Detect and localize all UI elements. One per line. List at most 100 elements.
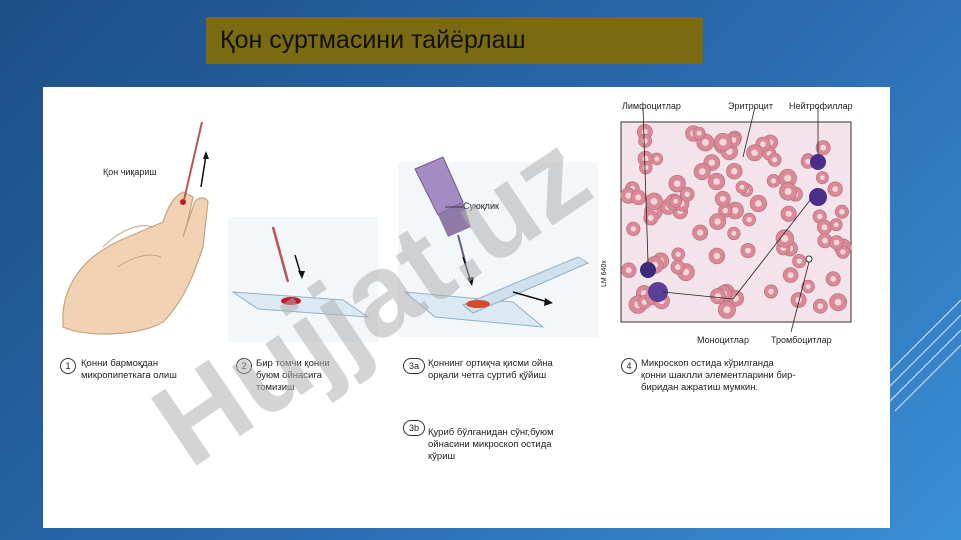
micrograph — [620, 106, 852, 333]
erythrocyte-center — [833, 239, 840, 246]
neutrophil-cell — [809, 188, 827, 206]
erythrocyte-center — [755, 200, 762, 207]
erythrocyte-center — [625, 267, 632, 274]
step-4-line-2: қонни шаклли элементларини бир- — [641, 370, 796, 381]
erythrocyte-center — [731, 168, 738, 175]
erythrocyte-center — [654, 156, 660, 162]
erythrocyte-center — [714, 218, 721, 225]
erythrocyte-center — [696, 130, 702, 136]
erythrocyte-center — [675, 251, 681, 257]
erythrocyte-center — [673, 198, 679, 204]
step-2-line-1: Бир томчи қонни — [256, 358, 330, 369]
illustration-panel: Қон чиқариш Суюқлик Лимфоцитлар Эритроци… — [43, 87, 890, 528]
step-3b-line-3: кўриш — [428, 451, 456, 462]
erythrocyte-center — [796, 258, 802, 264]
smear-illustration — [398, 156, 598, 337]
step-number-3b: 3b — [403, 420, 425, 436]
erythrocyte-center — [772, 157, 778, 163]
erythrocyte-center — [820, 175, 825, 181]
step-2-line-3: томизиш — [256, 382, 295, 393]
erythrocyte-center — [682, 268, 690, 276]
step-4-line-3: биридан ажратиш мумкин. — [641, 382, 759, 393]
label-monocytes: Моноцитлар — [697, 335, 749, 345]
erythrocyte-center — [839, 209, 845, 215]
label-platelets: Тромбоцитлар — [771, 335, 832, 345]
erythrocyte-center — [647, 215, 654, 221]
erythrocyte-center — [635, 194, 642, 201]
label-erythrocyte: Эритроцит — [728, 101, 773, 111]
step-caption-1: Қонни бармоқдан микропипеткага олиш — [81, 358, 177, 382]
erythrocyte-center — [643, 165, 649, 171]
step-caption-4: Микроскоп остида кўрилганда қонни шаклли… — [641, 358, 796, 394]
label-neutrophils: Нейтрофиллар — [789, 101, 853, 111]
erythrocyte-center — [719, 195, 726, 202]
label-liquid: Суюқлик — [463, 201, 499, 211]
erythrocyte-center — [673, 180, 681, 187]
erythrocyte-center — [732, 295, 739, 302]
hand-illustration — [62, 121, 209, 335]
step-3a-line-2: орқали четга суртиб қўйиш — [428, 370, 547, 381]
erythrocyte-center — [713, 178, 720, 185]
erythrocyte-center — [832, 186, 839, 192]
step-2-line-2: буюм ойнасига — [256, 370, 322, 381]
erythrocyte-center — [719, 138, 727, 146]
erythrocyte-center — [770, 178, 777, 184]
erythrocyte-center — [722, 207, 728, 214]
erythrocyte-center — [641, 299, 648, 305]
erythrocyte-center — [751, 149, 758, 157]
erythrocyte-center — [684, 191, 690, 198]
slide-drop-illustration — [228, 217, 378, 342]
step-caption-3b: Қуриб бўлганидан сўнг,буюм ойнасини микр… — [428, 427, 554, 463]
step-caption-2: Бир томчи қонни буюм ойнасига томизиш — [256, 358, 330, 394]
erythrocyte-center — [805, 158, 811, 165]
erythrocyte-center — [745, 247, 751, 254]
platelet-cell — [805, 255, 813, 263]
step-4-line-1: Микроскоп остида кўрилганда — [641, 358, 774, 369]
erythrocyte-center — [781, 235, 789, 243]
erythrocyte-center — [768, 288, 774, 295]
erythrocyte-center — [785, 210, 792, 217]
erythrocyte-center — [830, 276, 837, 282]
erythrocyte-center — [822, 237, 828, 244]
erythrocyte-center — [805, 283, 811, 290]
erythrocyte-center — [714, 293, 722, 300]
step-number-3a: 3a — [403, 358, 425, 374]
erythrocyte-center — [739, 184, 745, 190]
erythrocyte-center — [675, 264, 681, 270]
erythrocyte-center — [787, 272, 794, 279]
step-3b-line-2: ойнасини микроскоп остида — [428, 439, 552, 450]
erythrocyte-center — [840, 249, 846, 255]
step-3a-line-1: Қоннинг ортиқча қисми ойна — [428, 358, 553, 369]
erythrocyte-center — [650, 198, 658, 205]
erythrocyte-field — [620, 124, 852, 319]
erythrocyte-center — [642, 138, 648, 144]
step-1-line-2: микропипеткага олиш — [81, 370, 177, 381]
step-3b-line-1: Қуриб бўлганидан сўнг,буюм — [428, 427, 554, 438]
erythrocyte-center — [817, 213, 823, 220]
erythrocyte-center — [701, 139, 709, 146]
label-blood-draw: Қон чиқариш — [103, 167, 157, 177]
illustration-svg — [62, 106, 852, 342]
erythrocyte-center — [784, 174, 792, 182]
monocyte-cell — [648, 282, 668, 302]
erythrocyte-center — [820, 144, 827, 151]
erythrocyte-center — [746, 217, 752, 223]
erythrocyte-center — [834, 298, 842, 306]
erythrocyte-center — [723, 306, 731, 314]
erythrocyte-center — [731, 207, 739, 214]
erythrocyte-center — [833, 222, 839, 228]
step-number-4: 4 — [621, 358, 637, 374]
label-lymphocytes: Лимфоцитлар — [622, 101, 681, 111]
step-number-2: 2 — [236, 358, 252, 374]
erythrocyte-center — [817, 303, 824, 310]
lymphocyte-cell — [640, 262, 656, 278]
label-magnification: LM 640x — [601, 260, 608, 287]
erythrocyte-center — [625, 192, 632, 199]
step-1-line-1: Қонни бармоқдан — [81, 358, 159, 369]
step-caption-3a: Қоннинг ортиқча қисми ойна орқали четга … — [428, 358, 553, 382]
erythrocyte-center — [795, 296, 802, 304]
erythrocyte-center — [784, 188, 792, 195]
erythrocyte-center — [641, 128, 648, 135]
step-number-1: 1 — [60, 358, 76, 374]
erythrocyte-center — [713, 252, 721, 260]
